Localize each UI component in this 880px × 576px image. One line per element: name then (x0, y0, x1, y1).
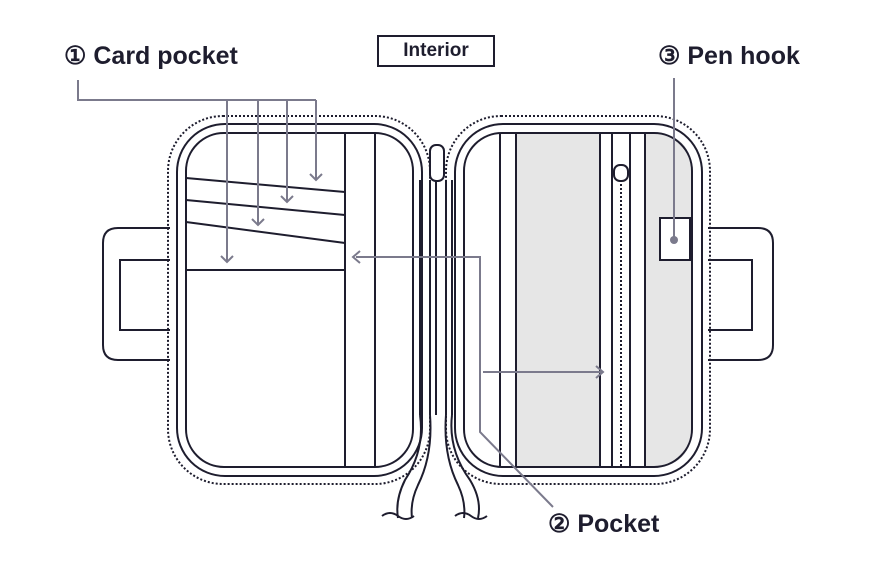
right-panel (445, 115, 711, 485)
pocket-callout (356, 256, 554, 508)
left-strap-tab (102, 227, 170, 361)
pen-hook-dot (670, 236, 678, 244)
pen-hook-label: ③ Pen hook (658, 42, 800, 70)
card-pocket-callout (77, 80, 316, 101)
callout-lines (77, 78, 675, 508)
zipper (381, 144, 488, 520)
card-pocket-label: ① Card pocket (64, 42, 238, 70)
pocket-label: ② Pocket (548, 510, 660, 538)
left-panel (167, 115, 431, 485)
right-strap-tab (708, 227, 774, 361)
interior-title: Interior (377, 35, 495, 67)
